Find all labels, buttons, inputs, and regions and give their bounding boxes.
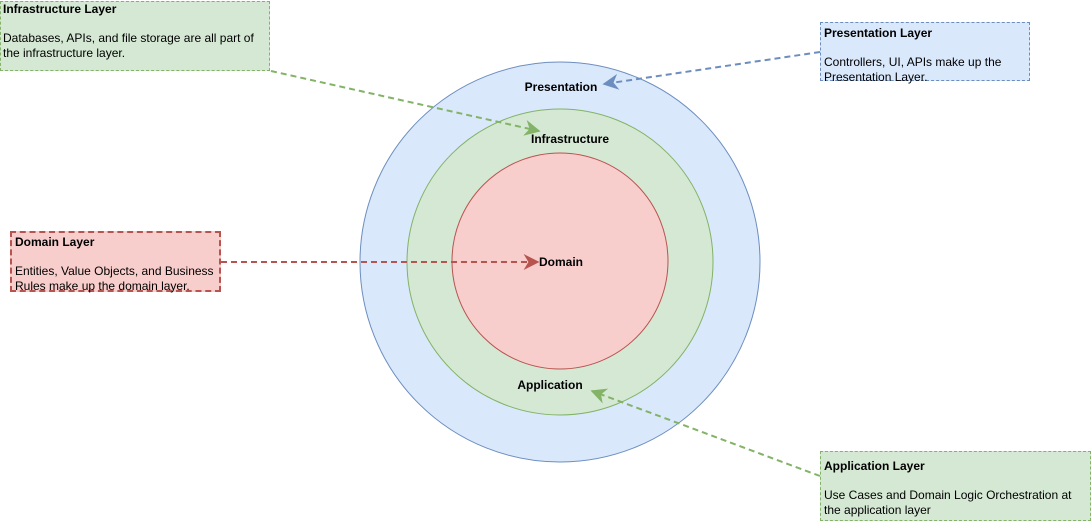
application-connector-arrow[interactable]: [590, 388, 821, 477]
infrastructure-note-description: Databases, APIs, and file storage are al…: [3, 31, 254, 60]
domain-note-title: Domain Layer: [15, 235, 95, 249]
infrastructure-connector-arrow[interactable]: [270, 70, 541, 136]
infrastructure-layer-note[interactable]: Infrastructure Layer Databases, APIs, an…: [0, 1, 270, 71]
presentation-note-title: Presentation Layer: [824, 26, 933, 40]
domain-note-description: Entities, Value Objects, and Business Ru…: [15, 264, 214, 293]
infrastructure-note-title: Infrastructure Layer: [3, 2, 117, 16]
domain-layer-note[interactable]: Domain Layer Entities, Value Objects, an…: [10, 231, 221, 293]
application-layer-note[interactable]: Application Layer Use Cases and Domain L…: [820, 451, 1091, 521]
application-note-description: Use Cases and Domain Logic Orchestration…: [824, 488, 1072, 517]
presentation-connector-arrow[interactable]: [602, 51, 821, 90]
presentation-layer-note[interactable]: Presentation Layer Controllers, UI, APIs…: [820, 22, 1030, 84]
application-label: Application: [517, 378, 582, 392]
application-note-title: Application Layer: [824, 459, 925, 473]
presentation-note-description: Controllers, UI, APIs make up the Presen…: [824, 55, 1002, 84]
infrastructure-label: Infrastructure: [531, 132, 609, 146]
domain-label: Domain: [539, 255, 583, 269]
presentation-label: Presentation: [525, 80, 598, 94]
